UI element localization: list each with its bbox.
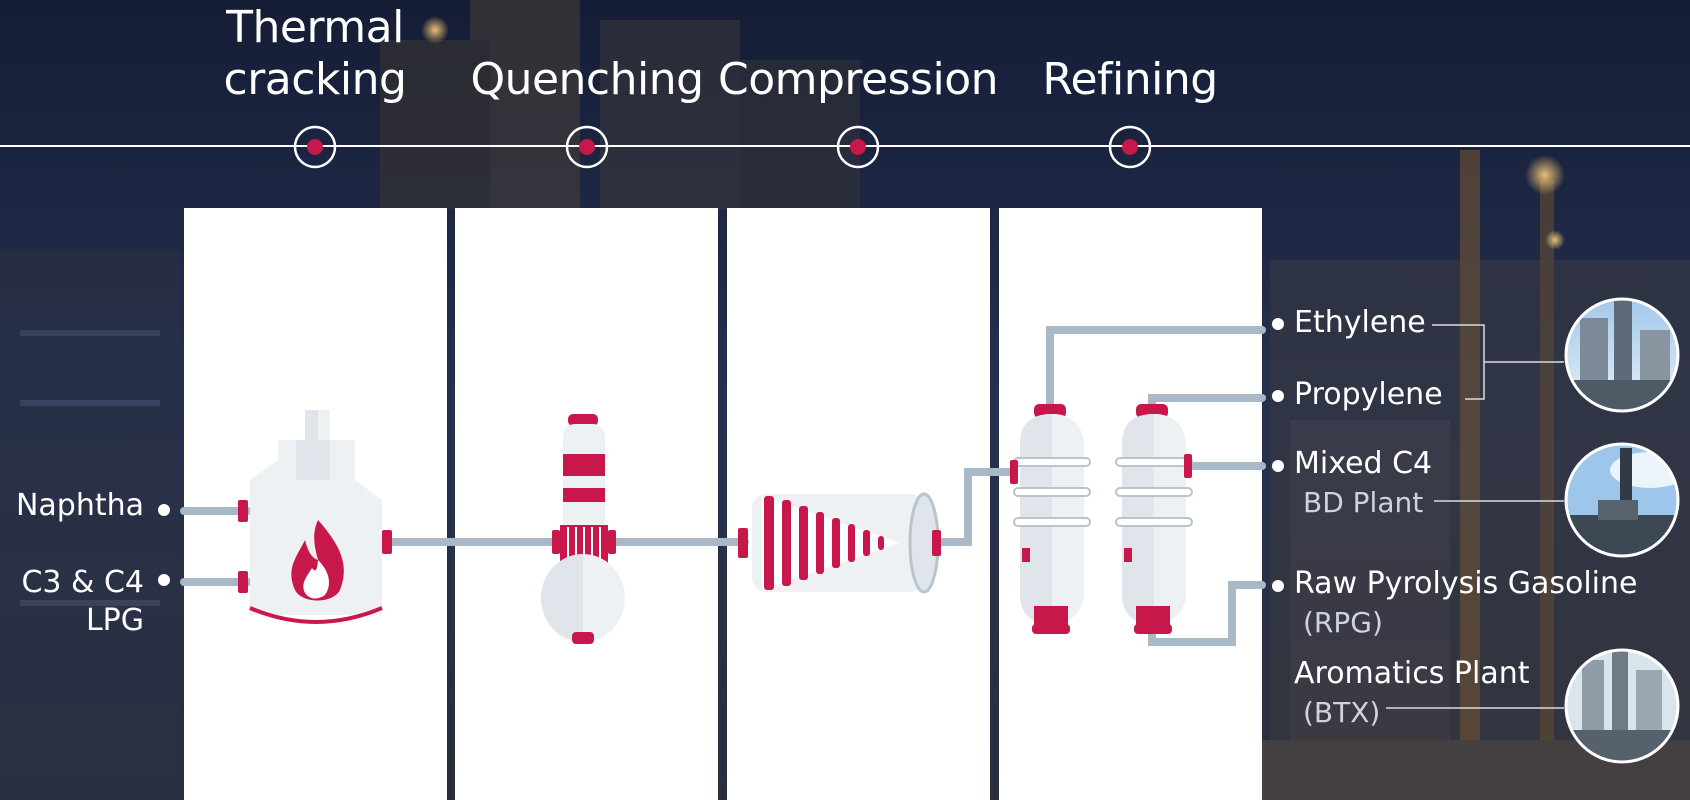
output-dot-ethylene [1272,318,1284,330]
output-dot-rpg [1272,580,1284,592]
compressor-icon [738,492,941,594]
output-dot-propylene [1272,390,1284,402]
output-sublabel-btx: (BTX) [1303,696,1381,729]
timeline-marker-2[interactable] [565,125,609,169]
input-label-lpg: C3 & C4 LPG [21,565,144,638]
stage-title-line2: Compression [718,54,999,105]
furnace-flame-icon [238,410,392,624]
stage-title-line1: Thermal [226,2,404,53]
input-dot-lpg [158,574,170,586]
output-label-aromatics: Aromatics Plant [1294,656,1530,691]
output-label-mixed-c4: Mixed C4 [1294,446,1433,481]
light-glow [421,16,449,44]
quench-tower-icon [541,414,625,644]
stage-title-line2: cracking [223,54,407,105]
output-sublabel-bd-plant: BD Plant [1303,486,1424,519]
stage-title-line2: Quenching [470,54,704,105]
timeline-marker-1[interactable] [293,125,337,169]
timeline-marker-3[interactable] [836,125,880,169]
output-dot-mixed-c4 [1272,460,1284,472]
output-label-propylene: Propylene [1294,377,1443,412]
output-label-ethylene: Ethylene [1294,305,1426,340]
light-glow [1525,155,1565,195]
input-label-naphtha: Naphtha [15,488,144,523]
stage-title-compression: Compression [718,54,999,106]
timeline-marker-4[interactable] [1108,125,1152,169]
output-sublabel-rpg: (RPG) [1303,606,1383,639]
output-label-rpg: Raw Pyrolysis Gasoline [1294,566,1638,601]
plant-photo-icon[interactable] [1562,646,1682,770]
stage-title-refining: Refining [1010,54,1250,106]
input-dot-naphtha [158,504,170,516]
distillation-column-icon [1010,404,1193,634]
connector-lines [1386,324,1564,709]
light-glow [1545,230,1565,250]
stage-title-line2: Refining [1042,54,1218,105]
pipes [180,326,1266,646]
stage-title-quenching: Quenching [467,54,707,106]
stage-title-thermal-cracking: Thermal cracking [205,2,425,106]
